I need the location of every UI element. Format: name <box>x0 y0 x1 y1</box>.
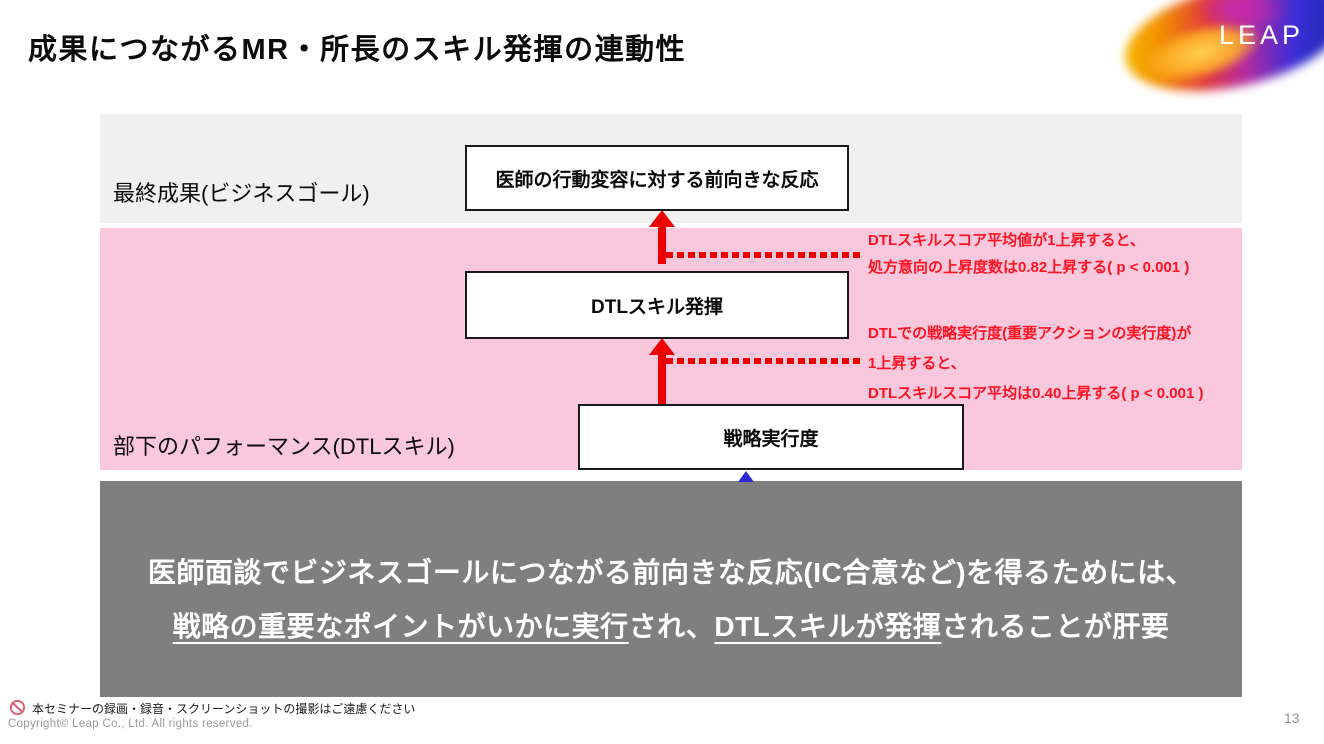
message-line2-plain-1: され、 <box>628 611 715 642</box>
leap-logo: LEAP <box>1114 0 1324 111</box>
copyright: Copyright© Leap Co., Ltd. All rights res… <box>8 718 253 730</box>
logo-wordmark: LEAP <box>1218 20 1304 50</box>
annotation-top-line1: DTLスキルスコア平均値が1上昇すると、 <box>868 232 1145 249</box>
page-title: 成果につながるMR・所長のスキル発揮の連動性 <box>28 34 687 66</box>
annotation-bottom-line3: DTLスキルスコア平均は0.40上昇する( p < 0.001 ) <box>868 385 1204 402</box>
message-band <box>100 481 1242 697</box>
dtl-skill-box: DTLスキル発揮 <box>465 271 849 339</box>
up-arrow-icon-top <box>649 210 675 227</box>
up-arrow-icon-bottom <box>649 338 675 355</box>
doctor-reaction-box: 医師の行動変容に対する前向きな反応 <box>465 145 849 211</box>
message-line2-underlined-2: DTLスキルが発揮 <box>714 611 942 642</box>
annotation-top: DTLスキルスコア平均値が1上昇すると、 処方意向の上昇度数は0.82上昇する(… <box>868 227 1189 281</box>
annotation-top-line2: 処方意向の上昇度数は0.82上昇する( p < 0.001 ) <box>868 259 1190 276</box>
blue-up-arrow-icon <box>738 471 754 482</box>
strategy-execution-box: 戦略実行度 <box>578 404 964 470</box>
annotation-bottom-line1: DTLでの戦略実行度(重要アクションの実行度)が <box>868 325 1192 342</box>
message-line1: 医師面談でビジネスゴールにつながる前向きな反応(IC合意など)を得るためには、 <box>147 557 1195 588</box>
up-arrow-shaft-top <box>658 224 666 264</box>
annotation-bottom: DTLでの戦略実行度(重要アクションの実行度)が 1上昇すると、 DTLスキルス… <box>868 319 1203 409</box>
performance-label: 部下のパフォーマンス(DTLスキル) <box>113 434 455 459</box>
final-outcome-label: 最終成果(ビジネスゴール) <box>113 181 370 206</box>
recording-notice: 本セミナーの録画・録音・スクリーンショットの撮影はご遠慮ください <box>32 702 416 716</box>
prohibition-icon <box>9 699 26 716</box>
page-number: 13 <box>1284 710 1300 726</box>
up-arrow-shaft-bottom <box>658 352 666 404</box>
message-line2-plain-2: されることが肝要 <box>941 611 1170 642</box>
dotted-connector-bottom <box>666 358 862 364</box>
message-line2-underlined-1: 戦略の重要なポイントがいかに実行 <box>172 611 629 642</box>
dotted-connector-top <box>666 252 862 258</box>
annotation-bottom-line2: 1上昇すると、 <box>868 355 966 372</box>
message-line2: 戦略の重要なポイントがいかに実行され、DTLスキルが発揮されることが肝要 <box>100 605 1242 645</box>
